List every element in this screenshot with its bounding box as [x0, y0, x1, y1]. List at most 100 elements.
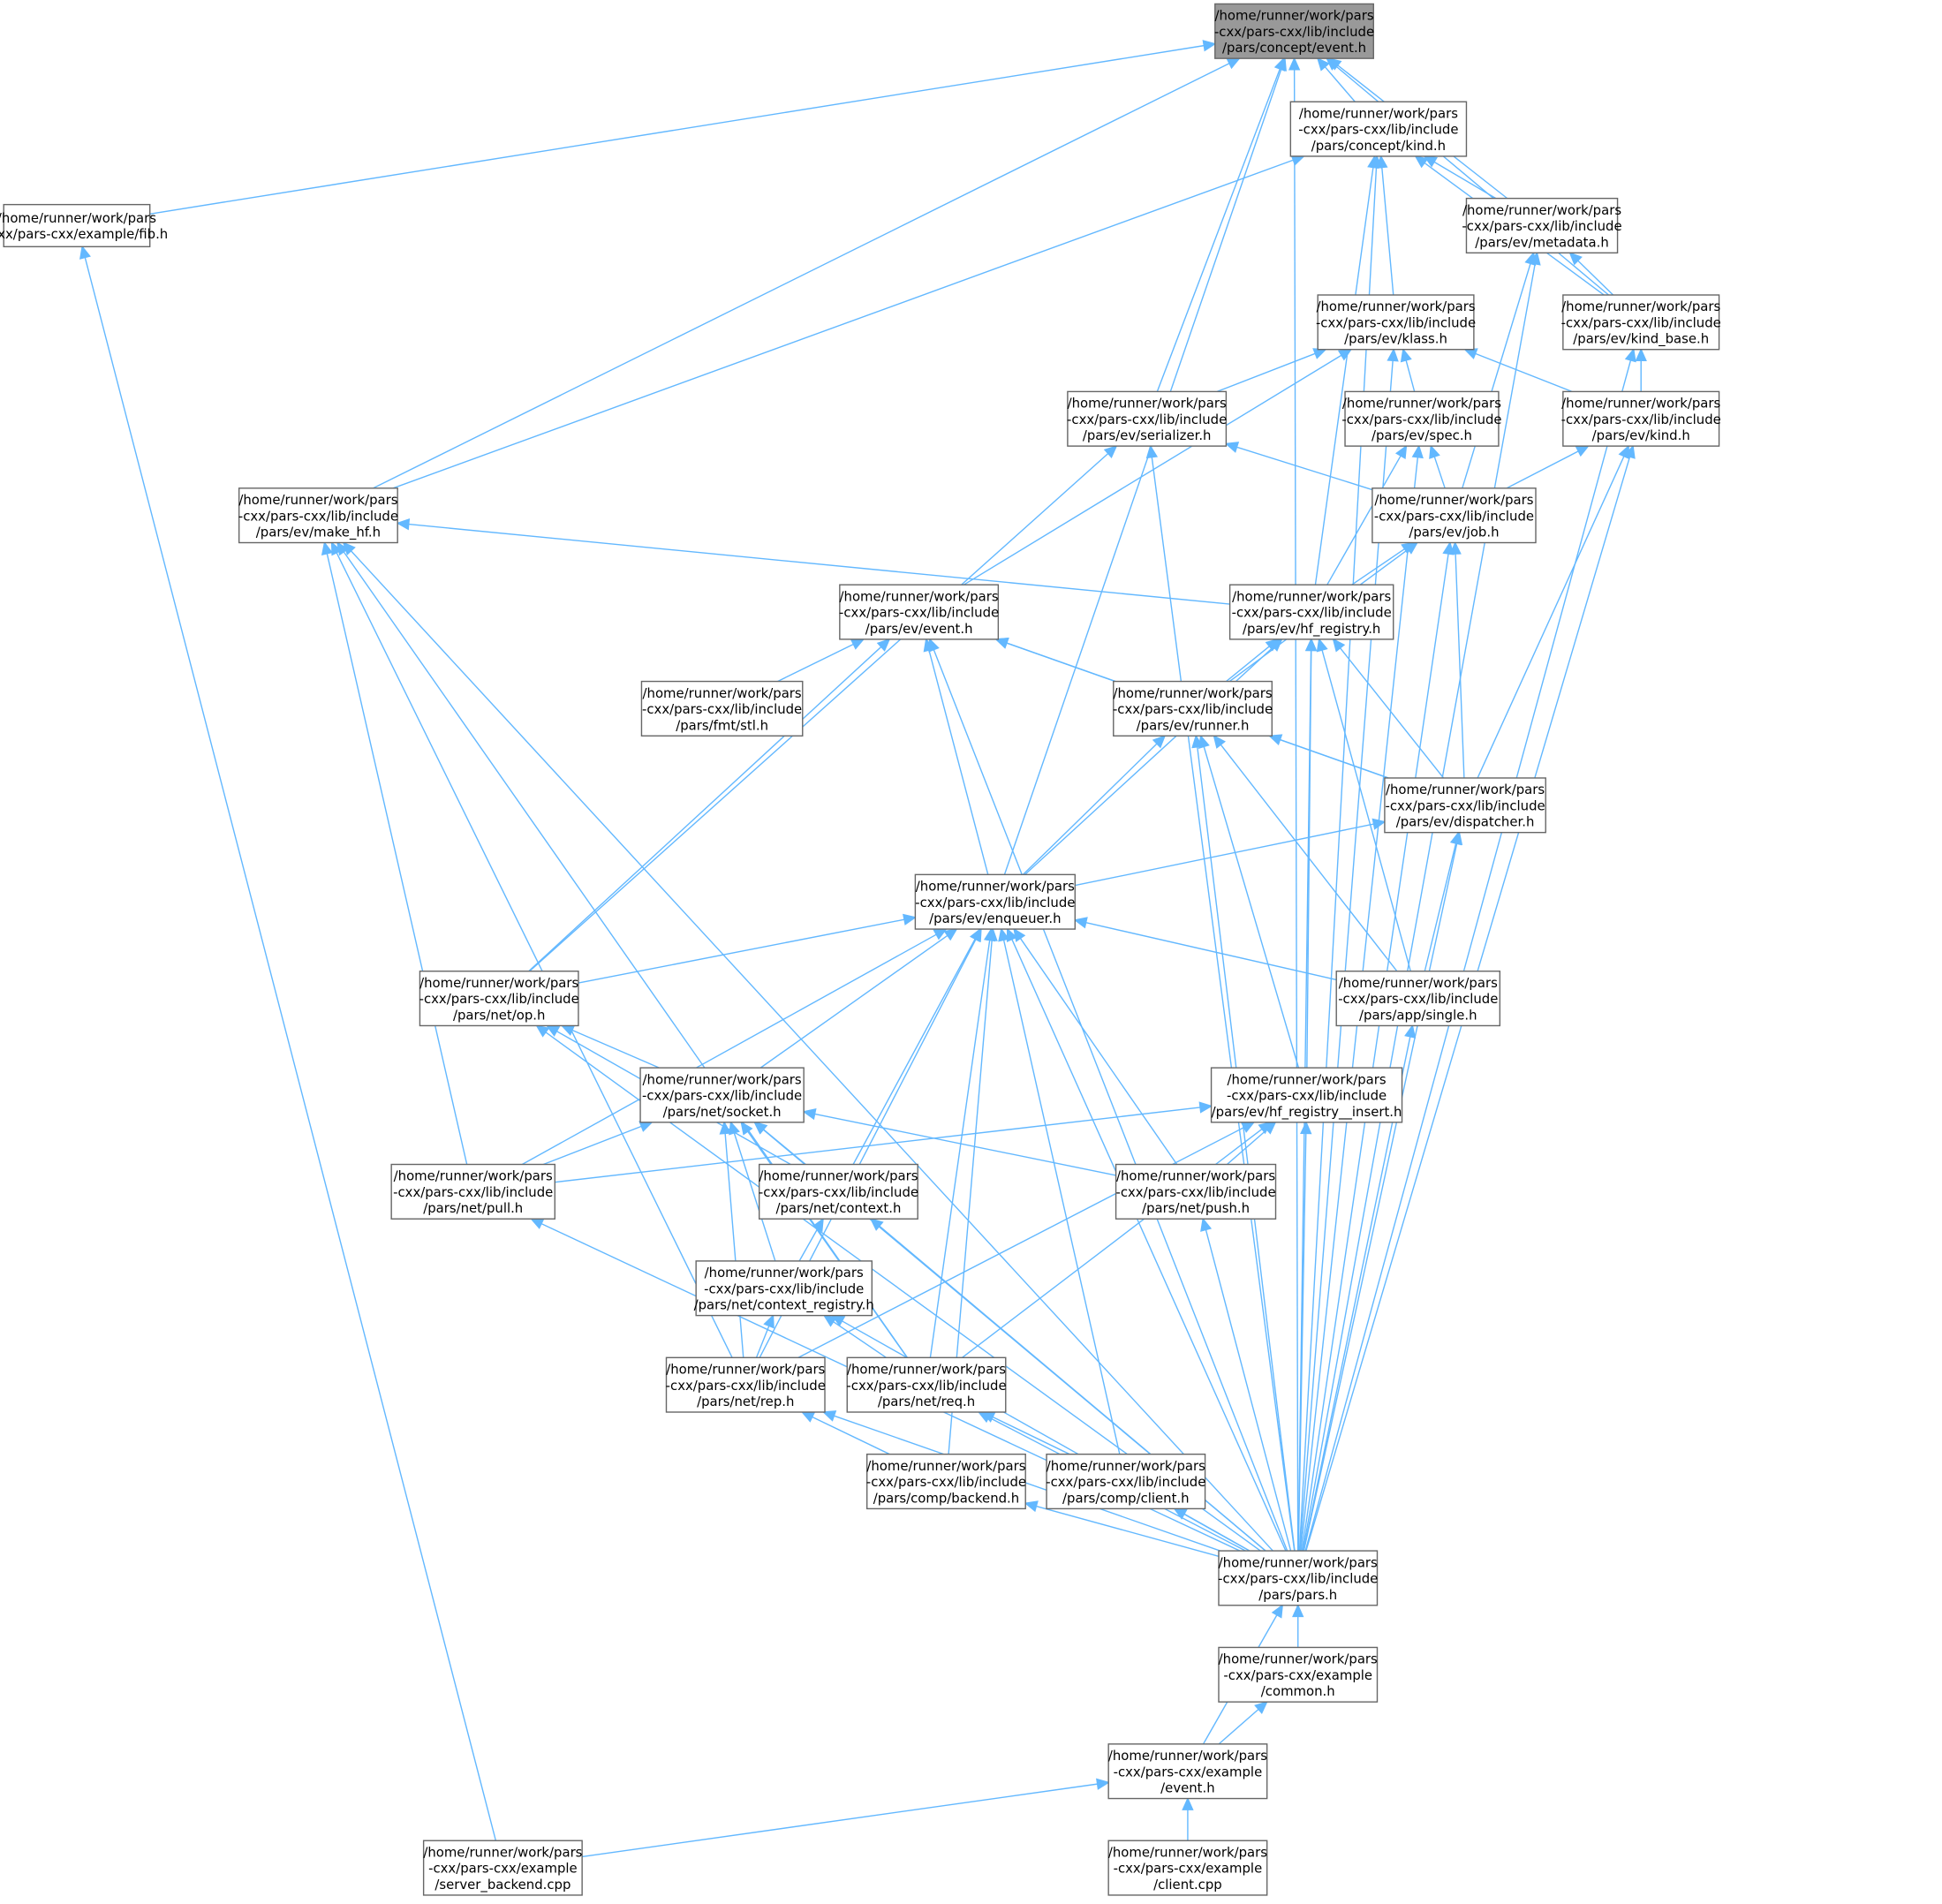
edge-line — [814, 1113, 1116, 1176]
node-label-line: /home/runner/work/pars — [847, 1362, 1006, 1378]
node-net-op[interactable]: /home/runner/work/pars-cxx/pars-cxx/lib/… — [419, 971, 579, 1027]
node-box — [865, 1453, 1026, 1510]
node-comp-backend[interactable]: /home/runner/work/pars-cxx/pars-cxx/lib/… — [865, 1453, 1026, 1510]
node-ev-klass[interactable]: /home/runner/work/pars-cxx/pars-cxx/lib/… — [1316, 294, 1476, 351]
node-concept-kind[interactable]: /home/runner/work/pars-cxx/pars-cxx/lib/… — [1289, 101, 1468, 157]
node-app-single[interactable]: /home/runner/work/pars-cxx/pars-cxx/lib/… — [1335, 971, 1501, 1027]
node-net-context[interactable]: /home/runner/work/pars-cxx/pars-cxx/lib/… — [759, 1163, 918, 1220]
edge-example_server_backend-to-example_fib — [79, 245, 497, 1841]
node-label-line: /home/runner/work/pars — [1462, 202, 1621, 218]
node-ev-serializer[interactable]: /home/runner/work/pars-cxx/pars-cxx/lib/… — [1067, 390, 1227, 447]
arrowhead-icon — [1073, 917, 1088, 929]
node-ev-event[interactable]: /home/runner/work/pars-cxx/pars-cxx/lib/… — [839, 584, 999, 640]
edge-ev_job-to-ev_metadata — [1462, 251, 1537, 488]
edge-line — [852, 938, 976, 1165]
node-ev-kind[interactable]: /home/runner/work/pars-cxx/pars-cxx/lib/… — [1561, 390, 1721, 447]
node-comp-client[interactable]: /home/runner/work/pars-cxx/pars-cxx/lib/… — [1046, 1453, 1205, 1510]
edge-example_fib-to-concept_event — [149, 40, 1217, 215]
node-net-pull[interactable]: /home/runner/work/pars-cxx/pars-cxx/lib/… — [390, 1163, 555, 1220]
node-ev-make-hf[interactable]: /home/runner/work/pars-cxx/pars-cxx/lib/… — [238, 487, 398, 544]
arrowhead-icon — [876, 638, 891, 652]
arrowhead-icon — [1006, 927, 1018, 942]
edge-line — [1226, 1129, 1268, 1166]
node-label-line: /pars/net/pull.h — [423, 1200, 523, 1216]
node-ev-runner[interactable]: /home/runner/work/pars-cxx/pars-cxx/lib/… — [1113, 680, 1273, 737]
node-ev-kind-base[interactable]: /home/runner/work/pars-cxx/pars-cxx/lib/… — [1561, 294, 1721, 351]
node-label-line: /home/runner/work/pars — [1068, 396, 1227, 412]
arrowhead-icon — [1624, 348, 1636, 363]
edge-line — [578, 918, 905, 984]
node-label-line: -cxx/pars-cxx/example — [1114, 1861, 1263, 1877]
arrowhead-icon — [869, 1218, 884, 1231]
node-label-line: /server_backend.cpp — [434, 1877, 571, 1893]
node-example-fib[interactable]: /home/runner/work/pars-cxx/pars-cxx/exam… — [0, 203, 168, 248]
edge-ev_runner-to-ev_hf_registry — [1226, 638, 1280, 683]
node-label-line: /pars/ev/event.h — [865, 621, 973, 637]
node-label-line: /home/runner/work/pars — [840, 588, 999, 604]
edge-pars_h-to-ev_runner — [1191, 734, 1296, 1552]
edge-ev_serializer-to-concept_event — [1156, 57, 1286, 392]
edge-line — [1297, 1133, 1307, 1552]
node-ev-dispatcher[interactable]: /home/runner/work/pars-cxx/pars-cxx/lib/… — [1384, 777, 1546, 834]
node-label-line: -cxx/pars-cxx/lib/include — [1113, 701, 1273, 717]
edge-line — [1203, 746, 1300, 1069]
arrowhead-icon — [1400, 348, 1412, 363]
node-box — [1113, 680, 1273, 737]
arrowhead-icon — [1288, 57, 1301, 71]
node-label-line: -cxx/pars-cxx/lib/include — [1561, 314, 1721, 330]
edge-line — [343, 551, 909, 1358]
edge-net_context_registry-to-net_socket — [729, 1121, 776, 1262]
edge-ev_dispatcher-to-ev_hf_registry — [1332, 638, 1445, 779]
node-fmt-stl[interactable]: /home/runner/work/pars-cxx/pars-cxx/lib/… — [640, 680, 804, 737]
node-ev-metadata[interactable]: /home/runner/work/pars-cxx/pars-cxx/lib/… — [1462, 197, 1622, 254]
node-net-context-registry[interactable]: /home/runner/work/pars-cxx/pars-cxx/lib/… — [694, 1260, 874, 1317]
node-label-line: -cxx/pars-cxx/lib/include — [1115, 1184, 1275, 1200]
node-label-line: -cxx/pars-cxx/example — [1114, 1764, 1263, 1779]
edge-comp_client-to-net_req — [981, 1411, 1070, 1455]
edge-net_pull-to-net_socket — [542, 1121, 654, 1166]
node-ev-enqueuer[interactable]: /home/runner/work/pars-cxx/pars-cxx/lib/… — [914, 873, 1077, 930]
node-net-push[interactable]: /home/runner/work/pars-cxx/pars-cxx/lib/… — [1115, 1163, 1277, 1220]
node-example-client[interactable]: /home/runner/work/pars-cxx/pars-cxx/exam… — [1107, 1840, 1268, 1896]
edge-line — [149, 44, 1205, 215]
edge-net_rep-to-ev_make_hf — [330, 540, 733, 1358]
node-label-line: /home/runner/work/pars — [1047, 1458, 1205, 1474]
node-label-line: -cxx/pars-cxx/lib/include — [915, 895, 1075, 910]
node-net-req[interactable]: /home/runner/work/pars-cxx/pars-cxx/lib/… — [846, 1356, 1007, 1413]
node-ev-hf-registry[interactable]: /home/runner/work/pars-cxx/pars-cxx/lib/… — [1228, 584, 1394, 640]
node-label-line: /pars/ev/hf_registry__insert.h — [1212, 1104, 1402, 1120]
edge-line — [84, 257, 497, 1841]
node-label-line: /pars/ev/enqueuer.h — [929, 910, 1061, 926]
edge-line — [521, 933, 937, 1166]
edge-line — [1075, 823, 1374, 887]
node-label-line: /home/runner/work/pars — [1374, 492, 1533, 508]
arrowhead-icon — [1182, 1796, 1194, 1810]
node-net-rep[interactable]: /home/runner/work/pars-cxx/pars-cxx/lib/… — [666, 1356, 826, 1413]
arrowhead-icon — [1292, 1604, 1304, 1618]
node-label-line: -cxx/pars-cxx/lib/include — [839, 605, 999, 621]
edge-line — [1321, 649, 1411, 971]
arrowhead-icon — [1429, 444, 1440, 459]
node-concept-event[interactable]: /home/runner/work/pars-cxx/pars-cxx/lib/… — [1214, 3, 1374, 59]
edge-line — [812, 1416, 890, 1455]
arrowhead-icon — [1411, 444, 1424, 459]
node-example-common[interactable]: /home/runner/work/pars-cxx/pars-cxx/exam… — [1218, 1646, 1379, 1703]
node-net-socket[interactable]: /home/runner/work/pars-cxx/pars-cxx/lib/… — [639, 1067, 805, 1123]
node-label-line: -cxx/pars-cxx/lib/include — [1046, 1474, 1205, 1490]
edge-ev_job-to-ev_kind — [1506, 445, 1591, 489]
node-example-event[interactable]: /home/runner/work/pars-cxx/pars-cxx/exam… — [1107, 1743, 1268, 1800]
edge-line — [1433, 161, 1497, 200]
edge-net_req-to-ev_make_hf — [336, 541, 909, 1358]
node-pars-h[interactable]: /home/runner/work/pars-cxx/pars-cxx/lib/… — [1218, 1550, 1378, 1606]
node-ev-hf-registry-insert[interactable]: /home/runner/work/pars-cxx/pars-cxx/lib/… — [1210, 1067, 1403, 1123]
edge-comp_backend-to-net_rep — [800, 1411, 890, 1455]
edge-pars_h-to-ev_hf_registry_insert — [1297, 1121, 1312, 1552]
node-ev-spec[interactable]: /home/runner/work/pars-cxx/pars-cxx/lib/… — [1341, 390, 1502, 447]
arrowhead-icon — [1442, 540, 1455, 555]
node-ev-job[interactable]: /home/runner/work/pars-cxx/pars-cxx/lib/… — [1371, 487, 1537, 544]
node-label-line: /home/runner/work/pars — [1386, 782, 1545, 797]
node-example-server-backend[interactable]: /home/runner/work/pars-cxx/pars-cxx/exam… — [422, 1840, 583, 1896]
edge-line — [1324, 66, 1356, 102]
edge-line — [1280, 738, 1389, 779]
node-label-line: /pars/net/socket.h — [663, 1104, 782, 1120]
